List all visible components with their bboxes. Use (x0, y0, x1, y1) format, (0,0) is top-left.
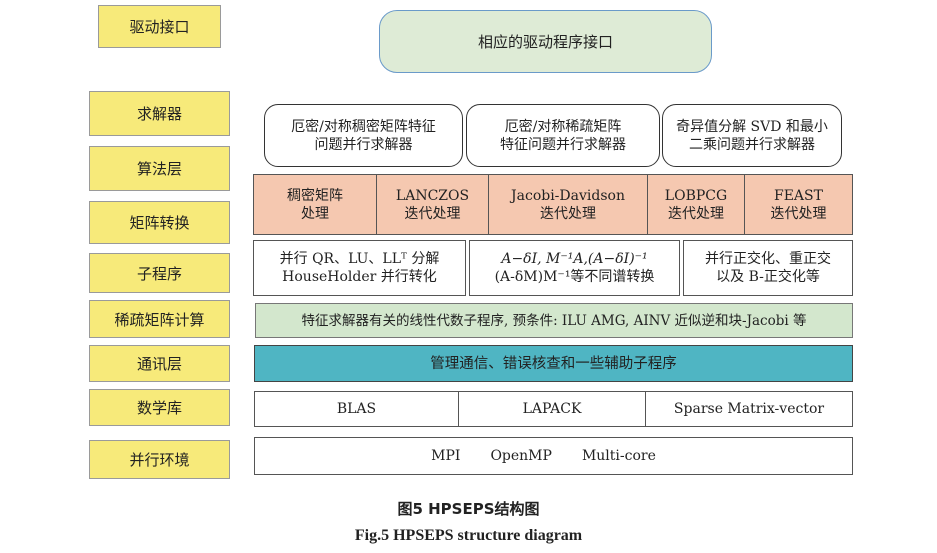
transform-orthogonalization: 并行正交化、重正交 以及 B-正交化等 (683, 240, 853, 296)
algorithm-lobpcg-line1: LOBPCG (664, 187, 728, 204)
algorithm-feast-line2: 迭代处理 (770, 205, 827, 222)
solver-dense-line1: 厄密/对称稠密矩阵特征 (291, 118, 436, 135)
solver-dense-line2: 问题并行求解器 (314, 136, 413, 153)
transform-spectral-line2: (A-δM)M⁻¹等不同谱转换 (494, 269, 655, 285)
solver-sparse: 厄密/对称稀疏矩阵 特征问题并行求解器 (466, 104, 660, 167)
transform-decomposition-line1: 并行 QR、LU、LLᵀ 分解 (279, 251, 440, 267)
solver-sparse-line2: 特征问题并行求解器 (500, 136, 626, 153)
solver-svd: 奇异值分解 SVD 和最小 二乘问题并行求解器 (662, 104, 842, 167)
parallel-mpi: MPI (431, 448, 461, 464)
label-comm-layer: 通讯层 (89, 345, 230, 382)
algorithm-lobpcg-line2: 迭代处理 (668, 205, 724, 222)
algorithm-dense: 稠密矩阵 处理 (254, 175, 377, 234)
mathlib-lapack: LAPACK (459, 392, 646, 426)
figure-caption-en: Fig.5 HPSEPS structure diagram (354, 527, 583, 544)
label-parallel-env: 并行环境 (89, 440, 230, 479)
algorithm-jacobi-davidson: Jacobi-Davidson 迭代处理 (489, 175, 648, 234)
algorithm-lanczos-line2: 迭代处理 (404, 205, 461, 222)
algorithm-feast-line1: FEAST (774, 187, 823, 204)
label-solver: 求解器 (89, 91, 230, 136)
algorithm-dense-line1: 稠密矩阵 (287, 187, 343, 204)
transform-spectral-line1: A−δI, M⁻¹A,(A−δI)⁻¹ (501, 251, 648, 267)
label-math-library: 数学库 (89, 389, 230, 426)
transform-spectral: A−δI, M⁻¹A,(A−δI)⁻¹ (A-δM)M⁻¹等不同谱转换 (469, 240, 680, 296)
solver-dense: 厄密/对称稠密矩阵特征 问题并行求解器 (264, 104, 463, 167)
solver-sparse-line1: 厄密/对称稀疏矩阵 (504, 118, 622, 135)
subprogram-box: 特征求解器有关的线性代数子程序, 预条件: ILU AMG, AINV 近似逆和… (255, 303, 853, 338)
algorithm-row: 稠密矩阵 处理 LANCZOS 迭代处理 Jacobi-Davidson 迭代处… (253, 174, 853, 235)
mathlib-blas: BLAS (255, 392, 459, 426)
algorithm-lanczos-line1: LANCZOS (395, 187, 470, 204)
label-algorithm-layer: 算法层 (89, 146, 230, 191)
algorithm-feast: FEAST 迭代处理 (745, 175, 852, 234)
algorithm-jd-line1: Jacobi-Davidson (511, 187, 625, 204)
parallel-openmp: OpenMP (490, 448, 552, 464)
transform-decomposition-line2: HouseHolder 并行转化 (282, 269, 437, 285)
comm-box: 管理通信、错误核查和一些辅助子程序 (254, 345, 853, 382)
mathlib-row: BLAS LAPACK Sparse Matrix-vector (254, 391, 853, 427)
algorithm-jd-line2: 迭代处理 (540, 205, 596, 222)
solver-svd-line2: 二乘问题并行求解器 (689, 136, 815, 153)
label-matrix-transform: 矩阵转换 (89, 201, 230, 244)
driver-interface-box: 相应的驱动程序接口 (379, 10, 712, 73)
algorithm-dense-line2: 处理 (301, 205, 329, 222)
algorithm-lanczos: LANCZOS 迭代处理 (377, 175, 489, 234)
figure-caption-cn: 图5 HPSEPS结构图 (397, 500, 540, 518)
parallel-multicore: Multi-core (581, 448, 656, 464)
transform-orthogonalization-line2: 以及 B-正交化等 (716, 269, 820, 285)
label-driver-interface: 驱动接口 (98, 5, 221, 48)
label-sparse-matrix: 稀疏矩阵计算 (89, 300, 230, 338)
solver-svd-line1: 奇异值分解 SVD 和最小 (676, 118, 828, 135)
parallel-env-box: MPI OpenMP Multi-core (254, 437, 853, 475)
label-subprogram: 子程序 (89, 253, 230, 293)
mathlib-sparse-mv: Sparse Matrix-vector (673, 401, 825, 417)
algorithm-lobpcg: LOBPCG 迭代处理 (648, 175, 745, 234)
transform-orthogonalization-line1: 并行正交化、重正交 (705, 251, 831, 267)
transform-decomposition: 并行 QR、LU、LLᵀ 分解 HouseHolder 并行转化 (253, 240, 466, 296)
